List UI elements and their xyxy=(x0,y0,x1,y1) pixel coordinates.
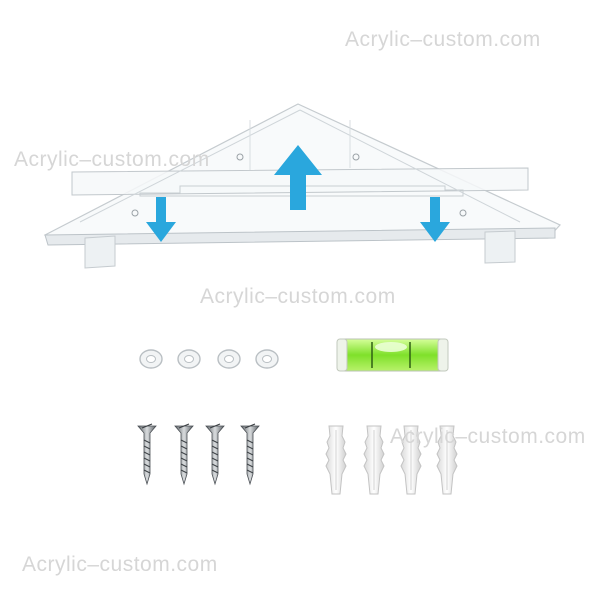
washer xyxy=(255,349,279,369)
screw xyxy=(137,423,157,486)
washer xyxy=(177,349,201,369)
wall-anchor xyxy=(325,425,347,495)
wall-anchor xyxy=(400,425,422,495)
mount-hole xyxy=(352,153,360,161)
screw xyxy=(205,423,225,486)
mount-hole xyxy=(236,153,244,161)
shelf-leg-right xyxy=(484,230,516,264)
mount-hole xyxy=(131,209,139,217)
shelf-leg-left xyxy=(84,235,116,269)
bubble-level xyxy=(336,338,449,372)
direction-arrows xyxy=(146,145,450,242)
wall-anchors xyxy=(325,425,458,495)
arrow-down-icon xyxy=(146,197,176,242)
arrow-down-icon xyxy=(420,197,450,242)
shelf-front-edge xyxy=(44,227,556,246)
mount-hole xyxy=(459,209,467,217)
washer xyxy=(139,349,163,369)
washers xyxy=(139,349,279,369)
screws xyxy=(137,423,260,486)
washer xyxy=(217,349,241,369)
screw xyxy=(174,423,194,486)
screw xyxy=(240,423,260,486)
wall-anchor xyxy=(436,425,458,495)
wall-anchor xyxy=(363,425,385,495)
level-bubble xyxy=(375,342,407,352)
rail-notch xyxy=(139,185,464,197)
arrow-up-icon xyxy=(274,145,322,210)
